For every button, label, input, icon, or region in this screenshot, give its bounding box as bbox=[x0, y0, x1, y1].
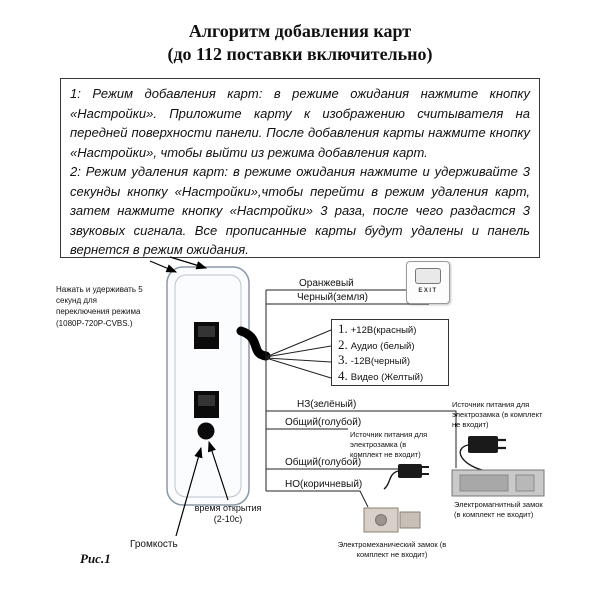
common2-wire-label: Общий(голубой) bbox=[285, 457, 362, 468]
electromagnetic-lock-icon bbox=[451, 469, 545, 497]
connector-lead-4 bbox=[265, 357, 332, 379]
open-time-label: время открытия (2-10с) bbox=[192, 503, 264, 526]
door-panel-outline bbox=[166, 266, 250, 506]
connector-row-2: 2. Аудио (белый) bbox=[338, 337, 444, 353]
nz-wire-label: НЗ(зелёный) bbox=[297, 399, 357, 410]
connector-pinout-box: 1. +12В(красный) 2. Аудио (белый) 3. -12… bbox=[331, 319, 449, 386]
connector-row-1-label: +12В(красный) bbox=[350, 325, 417, 336]
exit-button-label: EXIT bbox=[418, 288, 438, 294]
adjust-knob bbox=[197, 422, 215, 440]
page-title-line2: (до 112 поставки включительно) bbox=[167, 44, 433, 65]
no-wire-line bbox=[266, 490, 369, 508]
connector-row-4: 4. Видео (Желтый) bbox=[338, 368, 444, 384]
connector-lead-3 bbox=[265, 357, 332, 363]
connector-lead-1 bbox=[265, 329, 332, 358]
instructions-paragraph-1: 1: Режим добавления карт: в режиме ожида… bbox=[70, 86, 530, 160]
connector-row-4-label: Видео (Желтый) bbox=[350, 371, 424, 383]
mode-switch-note: Нажать и удерживать 5 секунд для переклю… bbox=[56, 285, 143, 328]
cable-bundle bbox=[236, 326, 271, 361]
power-adapter-icon-mid bbox=[383, 464, 429, 490]
volume-label: Громкость bbox=[130, 539, 178, 550]
connector-row-2-label: Аудио (белый) bbox=[350, 340, 415, 352]
instructions-paragraph-2: 2: Режим удаления карт: в режиме ожидани… bbox=[70, 164, 530, 257]
no-wire-label: НО(коричневый) bbox=[285, 479, 363, 490]
connector-row-2-number: 2. bbox=[338, 336, 348, 352]
pointer-arrows bbox=[149, 256, 229, 537]
psu-note-right: Источник питания для электрозамка (в ком… bbox=[452, 400, 543, 429]
page-title: Алгоритм добавления карт (до 112 поставк… bbox=[0, 20, 600, 67]
connector-row-1-number: 1. bbox=[338, 321, 348, 336]
connector-row-1: 1. +12В(красный) bbox=[338, 321, 444, 337]
connector-lead-2 bbox=[265, 345, 332, 358]
connector-row-3-number: 3. bbox=[338, 352, 348, 367]
em-lock-note: Электромагнитный замок (в комплект не вх… bbox=[454, 500, 543, 519]
exit-button-plate bbox=[415, 268, 441, 284]
panel-top-arrow-1 bbox=[149, 260, 178, 273]
power-adapter-icon-right bbox=[459, 436, 506, 472]
connector-row-3: 3. -12В(черный) bbox=[338, 352, 444, 368]
open-time-label-line1: время открытия bbox=[194, 503, 262, 513]
mode-button bbox=[194, 391, 219, 418]
black-wire-label: Черный(земля) bbox=[297, 292, 368, 303]
instructions-box: 1: Режим добавления карт: в режиме ожида… bbox=[60, 78, 540, 258]
page-title-line1: Алгоритм добавления карт bbox=[188, 21, 412, 41]
settings-button bbox=[194, 322, 219, 349]
common1-wire-label: Общий(голубой) bbox=[285, 417, 362, 428]
psu-note-mid: Источник питания для электрозамка (в ком… bbox=[350, 430, 428, 459]
open-time-label-line2: (2-10с) bbox=[213, 514, 243, 525]
electromechanical-lock-icon bbox=[363, 507, 421, 533]
connector-row-4-number: 4. bbox=[338, 367, 348, 383]
connector-row-3-label: -12В(черный) bbox=[350, 356, 411, 367]
figure-caption: Рис.1 bbox=[80, 551, 111, 566]
exit-button-icon: EXIT bbox=[406, 261, 450, 304]
mech-lock-note: Электромеханический замок (в комплект не… bbox=[337, 540, 447, 559]
open-time-arrow bbox=[207, 440, 229, 501]
orange-wire-label: Оранжевый bbox=[299, 278, 354, 289]
